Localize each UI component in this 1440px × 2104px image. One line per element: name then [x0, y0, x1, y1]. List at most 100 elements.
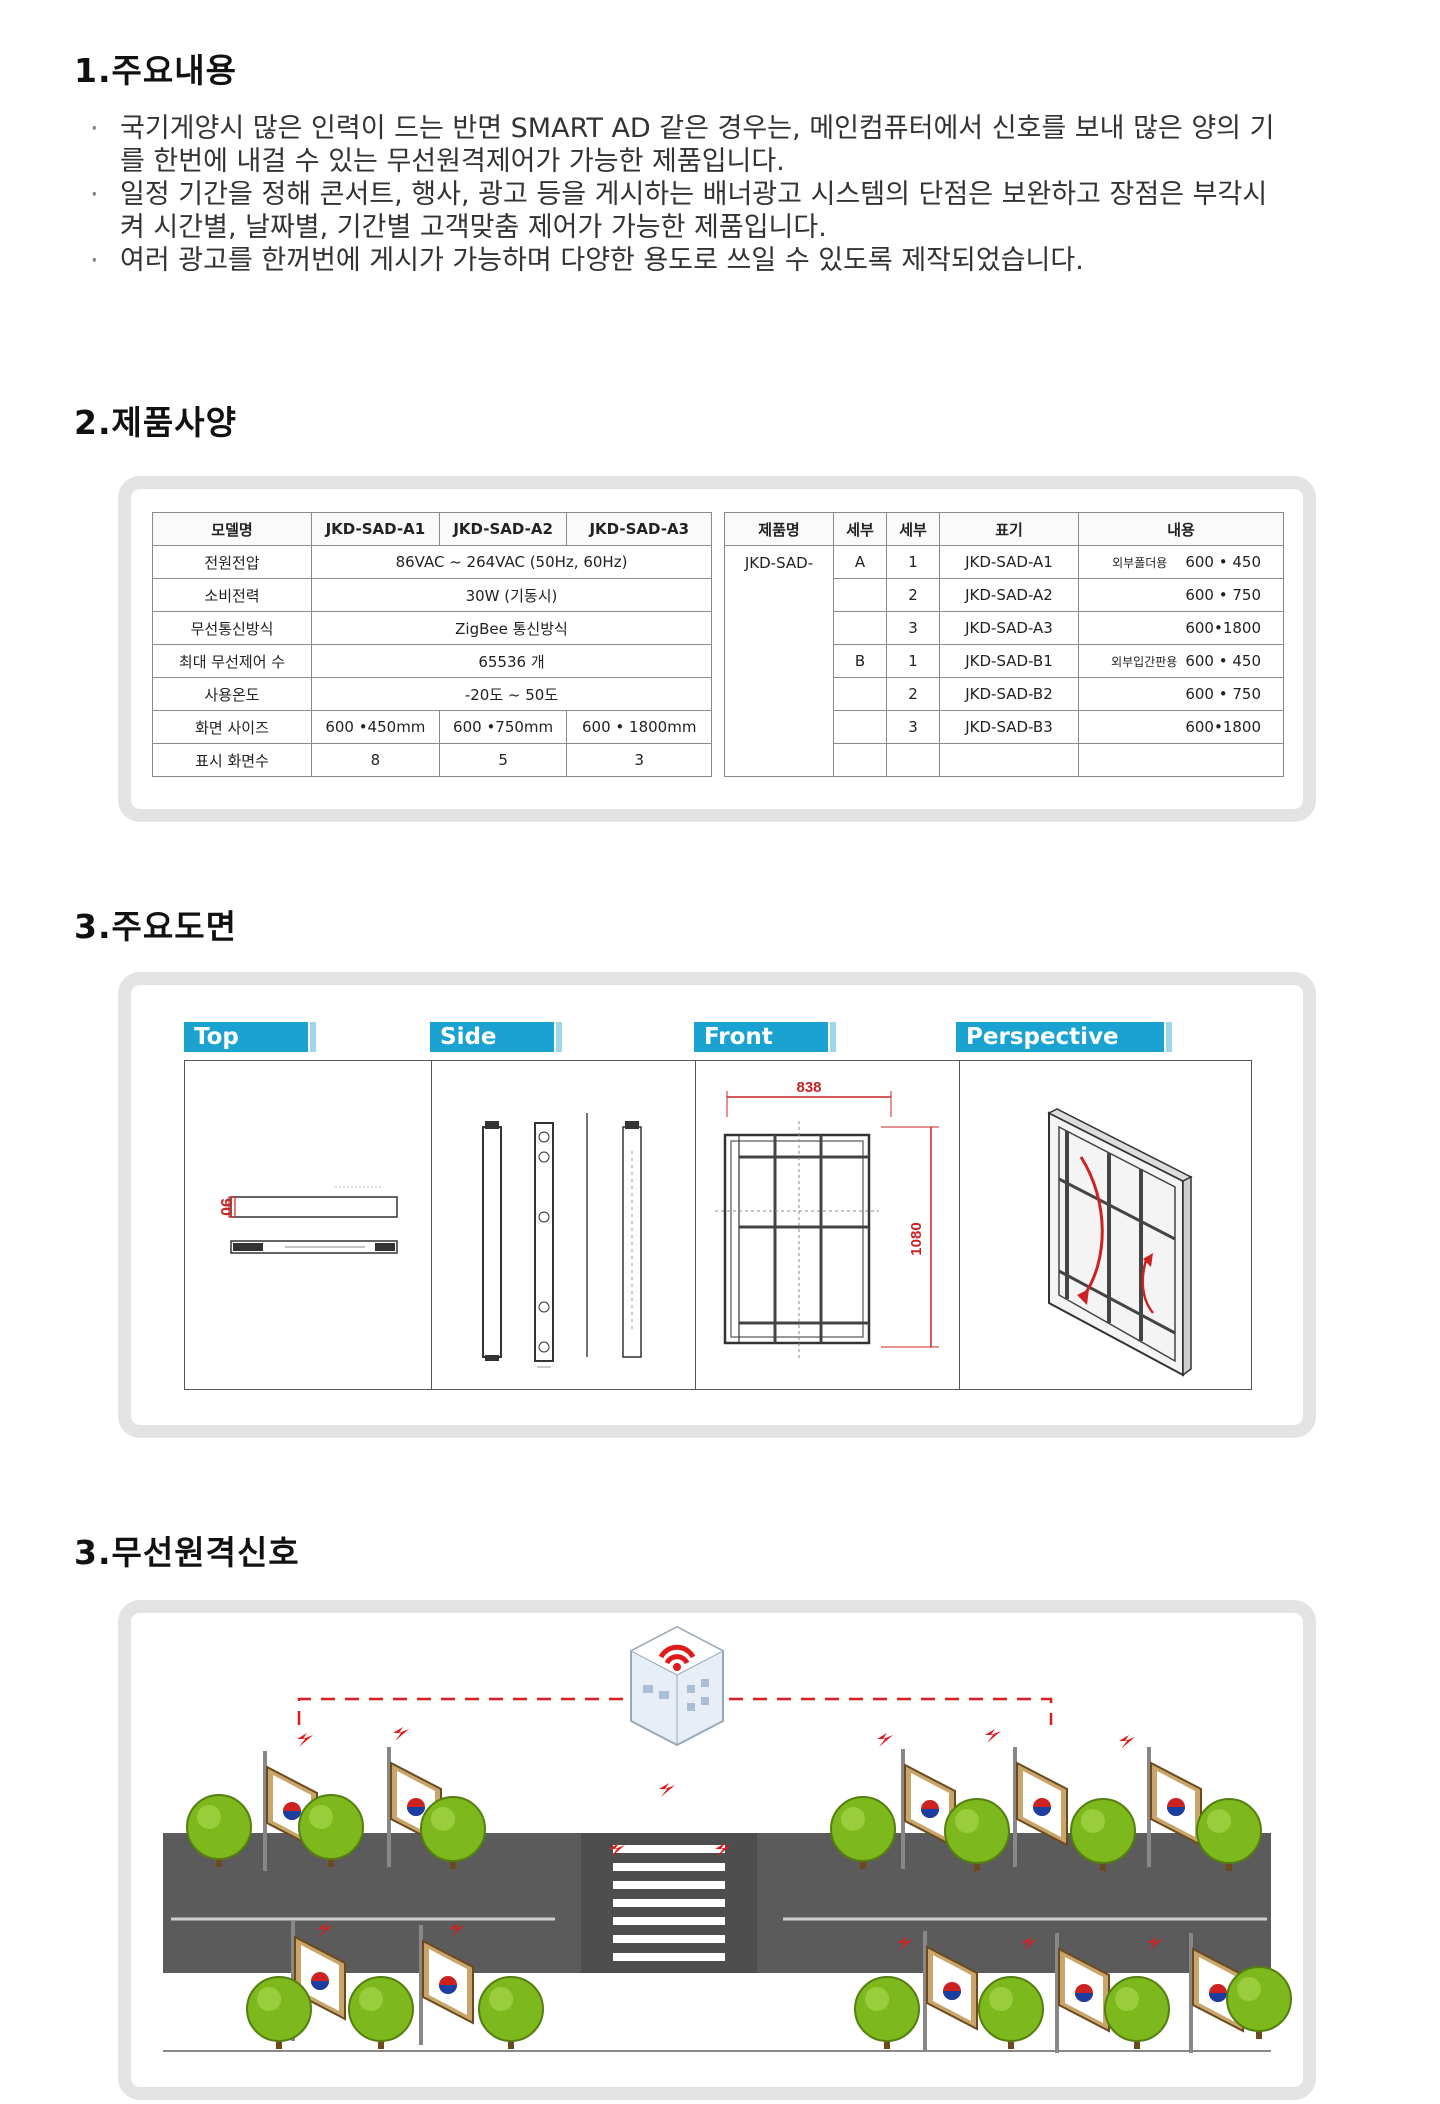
code-cell: JKD-SAD-A2 — [939, 578, 1079, 612]
size-label: 600•1800 — [1078, 710, 1284, 744]
size-label: 600 • 450 — [1185, 652, 1261, 670]
size-label: 600•1800 — [1078, 611, 1284, 645]
code-cell: JKD-SAD-B1 — [939, 644, 1079, 678]
row-value: ZigBee 통신방식 — [311, 611, 712, 645]
num-cell: 2 — [886, 578, 940, 612]
table-header: 세부 — [886, 512, 940, 546]
table-row: 화면 사이즈 600 •450mm 600 •750mm 600 • 1800m… — [152, 710, 712, 744]
front-view-panel: 838 1080 — [695, 1061, 960, 1389]
table-row: 최대 무선제어 수 65536 개 — [152, 644, 712, 678]
drawings-panel: 90 838 — [184, 1060, 1252, 1390]
bullet-icon: · — [90, 245, 99, 276]
bullet-icon: · — [90, 179, 99, 210]
code-cell: JKD-SAD-B2 — [939, 677, 1079, 711]
table-row: 표시 화면수 8 5 3 — [152, 743, 712, 777]
top-view-panel: 90 — [185, 1061, 432, 1389]
table-header: 제품명 — [724, 512, 834, 546]
row-value: 600 •450mm — [311, 710, 440, 744]
group-cell — [833, 578, 887, 612]
section-title-wireless: 3.무선원격신호 — [74, 1533, 300, 1572]
table-row: 소비전력 30W (기동시) — [152, 578, 712, 612]
dim-top-label: 90 — [217, 1198, 234, 1216]
dim-height-label: 1080 — [908, 1222, 925, 1255]
num-cell: 2 — [886, 677, 940, 711]
content-cell: 외부입간판용 600 • 450 — [1078, 644, 1284, 678]
code-cell — [939, 743, 1079, 777]
type-label: 외부폴더용 — [1112, 556, 1168, 570]
row-value: 8 — [311, 743, 440, 777]
list-item: ·여러 광고를 한꺼번에 게시가 가능하며 다양한 용도로 쓰일 수 있도록 제… — [90, 245, 1084, 276]
dim-width-label: 838 — [796, 1079, 821, 1096]
row-label: 화면 사이즈 — [152, 710, 312, 744]
spec-table: 모델명 JKD-SAD-A1 JKD-SAD-A2 JKD-SAD-A3 전원전… — [152, 512, 712, 777]
table-row: 3 JKD-SAD-B3 600•1800 — [725, 710, 1284, 744]
table-row — [725, 743, 1284, 777]
table-header: JKD-SAD-A3 — [566, 512, 712, 546]
num-cell: 1 — [886, 644, 940, 678]
code-cell: JKD-SAD-A1 — [939, 545, 1079, 579]
table-header: 내용 — [1078, 512, 1284, 546]
table-row: 2 JKD-SAD-B2 600 • 750 — [725, 677, 1284, 711]
product-prefix: JKD-SAD- — [724, 545, 834, 777]
content-cell: 외부폴더용 600 • 450 — [1078, 545, 1284, 579]
section-title-main-content: 1.주요내용 — [74, 51, 237, 90]
list-item: ·국기게양시 많은 인력이 드는 반면 SMART AD 같은 경우는, 메인컴… — [90, 113, 1275, 177]
section-title-drawings: 3.주요도면 — [74, 907, 237, 946]
table-row: B 1 JKD-SAD-B1 외부입간판용 600 • 450 — [725, 644, 1284, 678]
row-label: 표시 화면수 — [152, 743, 312, 777]
table-header: 표기 — [939, 512, 1079, 546]
table-header: JKD-SAD-A2 — [438, 512, 568, 546]
code-cell: JKD-SAD-A3 — [939, 611, 1079, 645]
tab-perspective-view: Perspective View — [956, 1022, 1172, 1080]
num-cell: 3 — [886, 710, 940, 744]
table-row: 3 JKD-SAD-A3 600•1800 — [725, 611, 1284, 645]
row-value: 600 •750mm — [438, 710, 568, 744]
row-value: 65536 개 — [311, 644, 712, 678]
code-cell: JKD-SAD-B3 — [939, 710, 1079, 744]
group-cell — [833, 743, 887, 777]
front-view-drawing: 838 1080 — [715, 1079, 939, 1361]
num-cell: 3 — [886, 611, 940, 645]
size-label — [1078, 743, 1284, 777]
group-cell: B — [833, 644, 887, 678]
tab-top-view: Top View — [184, 1022, 316, 1080]
table-row: 무선통신방식 ZigBee 통신방식 — [152, 611, 712, 645]
table-row: 2 JKD-SAD-A2 600 • 750 — [725, 578, 1284, 612]
building-icon — [629, 1625, 725, 1747]
num-cell: 1 — [886, 545, 940, 579]
top-view-drawing: 90 — [217, 1186, 398, 1254]
row-value: 86VAC ~ 264VAC (50Hz, 60Hz) — [311, 545, 712, 579]
table-row: 전원전압 86VAC ~ 264VAC (50Hz, 60Hz) — [152, 545, 712, 579]
row-label: 사용온도 — [152, 677, 312, 711]
row-value: -20도 ~ 50도 — [311, 677, 712, 711]
row-value: 3 — [566, 743, 712, 777]
section-title-specs: 2.제품사양 — [74, 403, 237, 442]
signal-line — [297, 1697, 1053, 1725]
row-label: 소비전력 — [152, 578, 312, 612]
perspective-view-panel — [959, 1061, 1252, 1389]
table-header: JKD-SAD-A1 — [311, 512, 440, 546]
size-label: 600 • 750 — [1078, 578, 1284, 612]
side-view-panel — [431, 1061, 696, 1389]
row-label: 최대 무선제어 수 — [152, 644, 312, 678]
size-label: 600 • 750 — [1078, 677, 1284, 711]
row-value: 600 • 1800mm — [566, 710, 712, 744]
row-label: 전원전압 — [152, 545, 312, 579]
row-label: 무선통신방식 — [152, 611, 312, 645]
table-row: JKD-SAD- A 1 JKD-SAD-A1 외부폴더용 600 • 450 — [724, 545, 1284, 777]
model-table: 제품명 세부 세부 표기 내용 JKD-SAD- A 1 JKD-SAD-A1 … — [724, 512, 1284, 777]
group-cell: A — [833, 545, 887, 579]
side-view-drawing — [482, 1113, 642, 1368]
wireless-illustration — [163, 1625, 1292, 2063]
group-cell — [833, 677, 887, 711]
crosswalk — [613, 1845, 725, 1961]
table-row: 사용온도 -20도 ~ 50도 — [152, 677, 712, 711]
size-label: 600 • 450 — [1185, 553, 1261, 571]
row-value: 5 — [438, 743, 568, 777]
group-cell — [833, 611, 887, 645]
tab-side-view: Side View — [430, 1022, 562, 1080]
type-label: 외부입간판용 — [1111, 655, 1178, 669]
bullet-icon: · — [90, 113, 99, 144]
list-item: ·일정 기간을 정해 콘서트, 행사, 광고 등을 게시하는 배너광고 시스템의… — [90, 179, 1268, 243]
table-header: 모델명 — [152, 512, 312, 546]
